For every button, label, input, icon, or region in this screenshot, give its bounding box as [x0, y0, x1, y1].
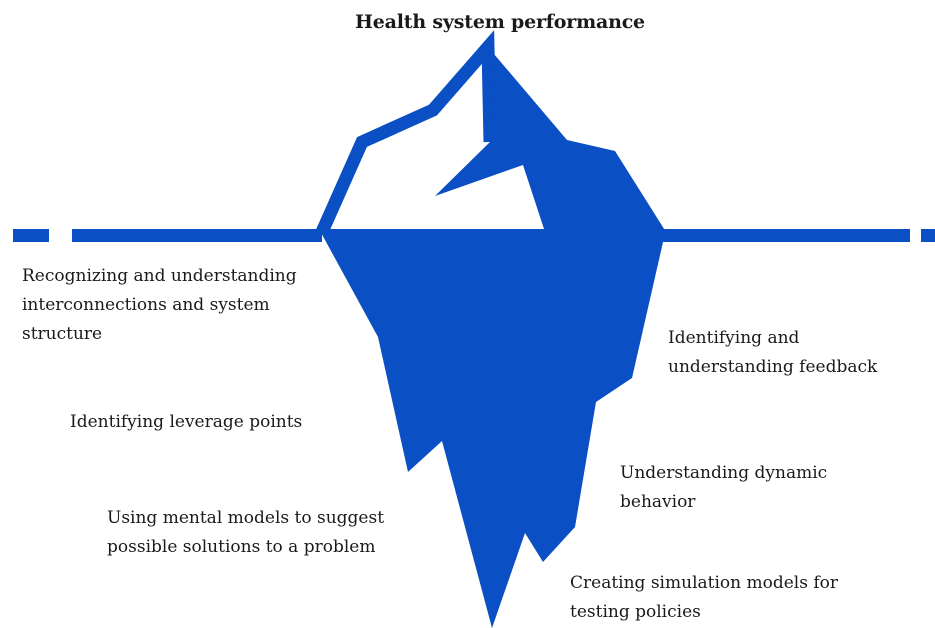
- label-line: Using mental models to suggest: [107, 508, 385, 528]
- label-feedback: Identifying and understanding feedback: [668, 324, 877, 382]
- label-line: interconnections and system: [22, 295, 270, 315]
- iceberg-submerged: [319, 229, 666, 628]
- label-dynamic-behavior: Understanding dynamic behavior: [620, 459, 827, 517]
- label-line: Identifying and: [668, 328, 800, 348]
- waterline-dash-right: [921, 229, 935, 242]
- label-line: structure: [22, 324, 103, 344]
- diagram-title: Health system performance: [355, 11, 645, 33]
- label-line: possible solutions to a problem: [107, 537, 376, 557]
- iceberg-tip-outline: [316, 30, 497, 235]
- label-line: Recognizing and understanding: [22, 266, 297, 286]
- waterline-dash-left: [13, 229, 49, 242]
- label-leverage-points: Identifying leverage points: [70, 408, 302, 437]
- label-line: behavior: [620, 492, 696, 512]
- waterline: [13, 229, 935, 242]
- waterline-segment-left: [72, 229, 322, 242]
- label-simulation-models: Creating simulation models for testing p…: [570, 569, 838, 627]
- label-line: Understanding dynamic: [620, 463, 828, 483]
- label-line: Identifying leverage points: [70, 412, 303, 432]
- label-interconnections: Recognizing and understanding interconne…: [22, 262, 297, 349]
- label-mental-models: Using mental models to suggest possible …: [107, 504, 384, 562]
- label-line: testing policies: [570, 602, 701, 622]
- waterline-segment-right: [655, 229, 910, 242]
- label-line: Creating simulation models for: [570, 573, 839, 593]
- label-line: understanding feedback: [668, 357, 878, 377]
